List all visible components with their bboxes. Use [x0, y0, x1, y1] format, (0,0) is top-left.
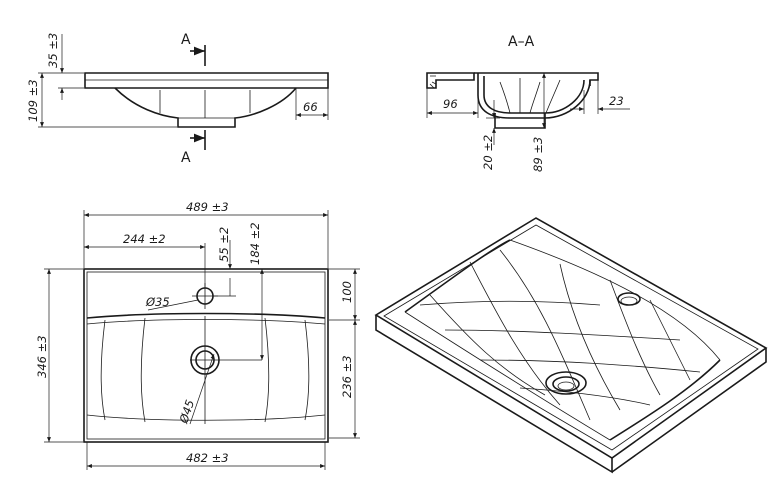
- dim-inner-width: 482 ±3: [186, 451, 229, 465]
- dim-tap-offset-y: 55 ±2: [217, 227, 231, 262]
- dim-drain-offset-y: 184 ±2: [248, 222, 262, 265]
- dim-drain-diameter: Ø45: [176, 398, 197, 426]
- dim-overall-width: 489 ±3: [186, 200, 229, 214]
- dim-total-height: 109 ±3: [26, 79, 40, 122]
- section-mark-bottom: A: [181, 150, 191, 166]
- dim-front-to-drain: 236 ±3: [340, 355, 354, 398]
- front-elevation-view: A A 35 ±3 109 ±3 66: [26, 32, 329, 166]
- isometric-view: [374, 217, 768, 474]
- section-mark-top: A: [181, 32, 191, 48]
- dim-rim-edge: 23: [609, 94, 624, 108]
- dim-rim-depth: 96: [443, 97, 458, 111]
- dim-rim-overhang: 66: [303, 100, 318, 114]
- dim-tap-offset-x: 244 ±2: [123, 232, 166, 246]
- dim-bowl-depth: 89 ±3: [531, 137, 545, 172]
- dim-bottom-thickness: 20 ±2: [481, 135, 495, 170]
- dim-tap-diameter: Ø35: [145, 295, 170, 309]
- section-a-a-view: A–A 96 23 20 ±2 89 ±3: [426, 34, 630, 172]
- dim-rim-thickness: 35 ±3: [46, 33, 60, 68]
- dim-back-to-bowl: 100: [340, 281, 354, 303]
- section-title: A–A: [508, 34, 535, 50]
- plan-view: 489 ±3 244 ±2 55 ±2 184 ±2 Ø35 Ø45 346 ±…: [35, 200, 360, 470]
- dim-overall-depth: 346 ±3: [35, 335, 49, 378]
